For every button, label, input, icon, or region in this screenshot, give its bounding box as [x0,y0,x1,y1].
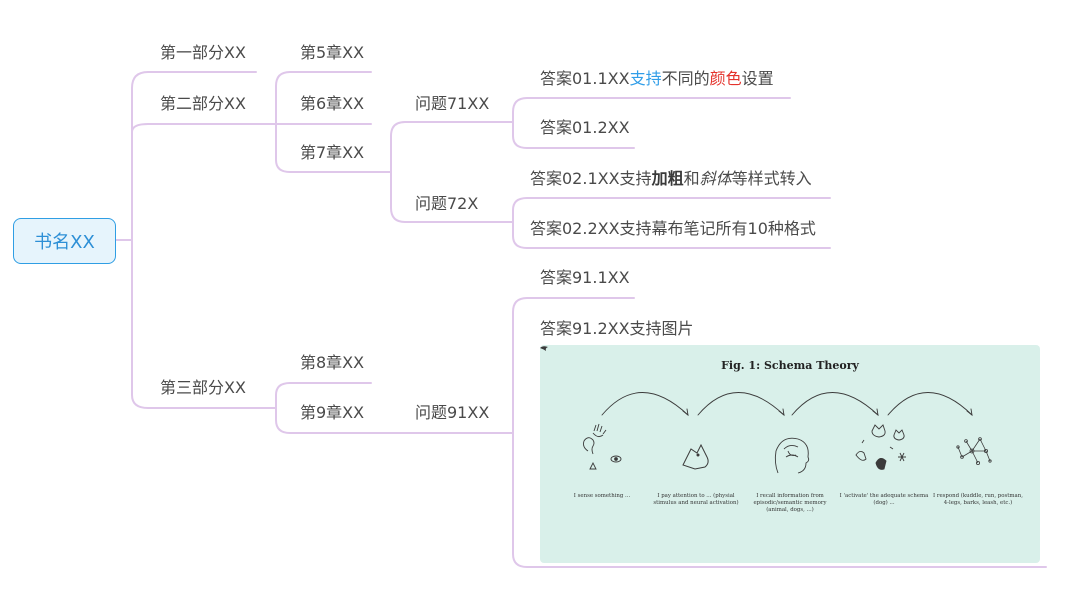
chapter-9-node[interactable]: 第9章XX [300,403,365,422]
answer-02-1-suffix: 等样式转入 [731,169,812,188]
chapter-5-node[interactable]: 第5章XX [300,43,365,62]
figure-title: Fig. 1: Schema Theory [721,359,859,372]
answer-91-1-node[interactable]: 答案91.1XX [540,268,630,287]
answer-02-1-italic-text: 斜体 [699,169,732,188]
question-72-node[interactable]: 问题72X [415,194,479,213]
schema-theory-image[interactable]: Fig. 1: Schema Theory I sense something … [540,345,1040,563]
answer-02-1-middle: 和 [683,169,700,188]
part-2-node[interactable]: 第二部分XX [160,94,246,113]
root-label: 书名XX [34,232,95,253]
answer-02-1-node[interactable]: 答案02.1XX支持加粗和斜体等样式转入 [530,169,812,189]
answer-91-2-node[interactable]: 答案91.2XX支持图片 [540,319,694,338]
bird-icon [540,346,548,351]
question-71-node[interactable]: 问题71XX [415,94,490,113]
answer-02-1-bold-text: 加粗 [651,169,684,188]
caption-recall: I recall information from episodic/seman… [753,493,827,513]
chapter-7-node[interactable]: 第7章XX [300,143,365,162]
senses-icon [583,423,622,470]
answer-01-2-node[interactable]: 答案01.2XX [540,118,630,137]
answer-01-1-blue-text: 支持 [629,69,662,88]
chapter-8-node[interactable]: 第8章XX [300,353,365,372]
animals-icon [855,424,906,470]
answer-01-1-prefix: 答案01.1XX [540,69,630,88]
caption-activate: I 'activate' the adequate schema (dog) .… [839,493,929,506]
root-node[interactable]: 书名XX [13,218,116,264]
part-1-node[interactable]: 第一部分XX [160,43,246,62]
caption-sense: I sense something ... [573,493,631,499]
answer-01-1-suffix: 设置 [741,69,774,88]
answer-01-1-middle: 不同的 [661,69,710,88]
answer-02-2-node[interactable]: 答案02.2XX支持幕布笔记所有10种格式 [530,219,816,238]
dog-head-icon [682,443,709,470]
part-3-node[interactable]: 第三部分XX [160,378,246,397]
caption-respond: I respond (kuddle, run, postman, 4-legs,… [933,493,1023,506]
caption-attention: I pay attention to ... (physial stimulus… [653,493,739,506]
answer-01-1-node[interactable]: 答案01.1XX支持不同的颜色设置 [540,69,774,89]
brain-head-icon [774,437,810,474]
answer-02-1-prefix: 答案02.1XX支持 [530,169,652,188]
schema-theory-illustration [583,392,992,474]
question-91-node[interactable]: 问题91XX [415,403,490,422]
answer-01-1-red-text: 颜色 [709,69,742,88]
chapter-6-node[interactable]: 第6章XX [300,94,365,113]
network-icon [956,437,992,466]
